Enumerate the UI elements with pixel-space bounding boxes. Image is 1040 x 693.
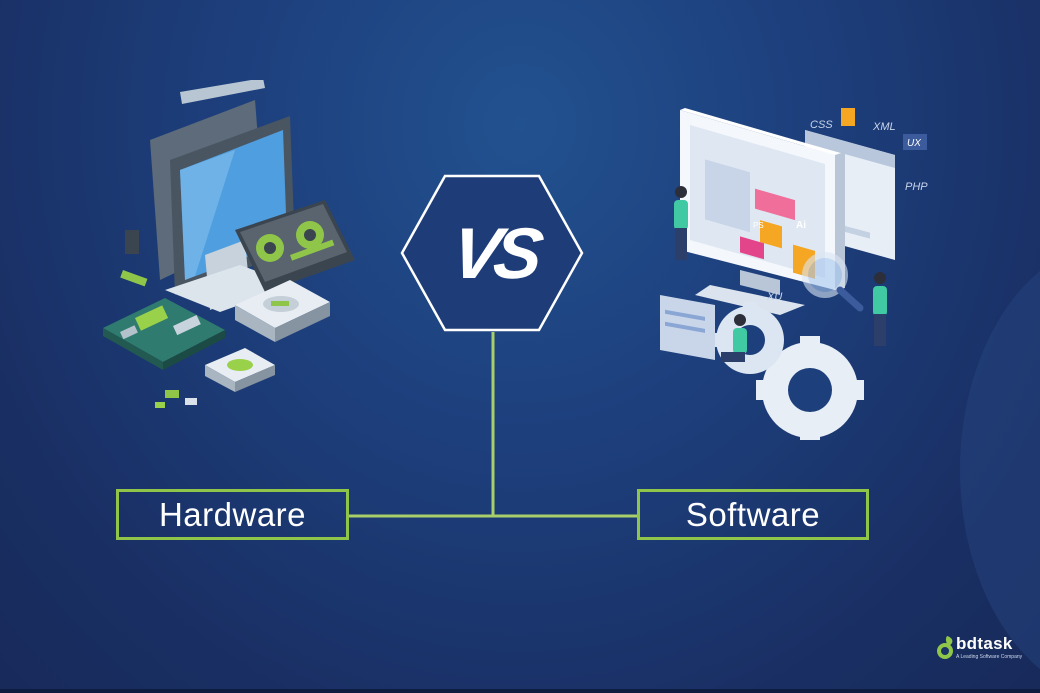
software-illustration: CSS XML UX PHP Ai PS XU <box>660 108 928 440</box>
graphics-card <box>235 200 355 292</box>
tag-ux: UX <box>907 138 921 149</box>
leaf-logo-icon <box>937 636 953 659</box>
vs-text: VS <box>447 214 548 294</box>
software-label: Software <box>685 496 821 533</box>
gear-icon-large <box>756 336 864 440</box>
brand-logo: bdtask A Leading Software Company <box>936 634 1026 664</box>
motherboard <box>103 298 225 370</box>
tag-ps: PS <box>753 221 764 230</box>
tag-xu: XU <box>766 291 782 303</box>
hardware-illustration <box>103 80 355 408</box>
person-figure <box>721 314 747 362</box>
software-label-box: Software <box>637 489 869 540</box>
brand-tagline: A Leading Software Company <box>956 654 1023 660</box>
hardware-label: Hardware <box>158 496 307 533</box>
hardware-label-box: Hardware <box>116 489 349 540</box>
ram-chip <box>120 270 148 287</box>
monitor-stand <box>740 270 780 295</box>
tag-css: CSS <box>810 119 833 131</box>
hard-drive <box>235 280 330 342</box>
vs-hexagon-badge: VS <box>400 174 584 332</box>
hexagon-shape <box>400 174 584 332</box>
tag-xml: XML <box>872 121 896 133</box>
magnifier-icon <box>802 252 864 312</box>
brand-name: bdtask <box>956 634 1013 653</box>
software-monitor <box>680 108 845 290</box>
person-figure <box>674 186 688 260</box>
tag-ai: Ai <box>796 220 806 231</box>
tag-php: PHP <box>905 181 928 193</box>
bottom-edge-strip <box>0 689 1040 693</box>
person-figure <box>873 272 887 346</box>
hard-drive-small <box>205 348 275 392</box>
